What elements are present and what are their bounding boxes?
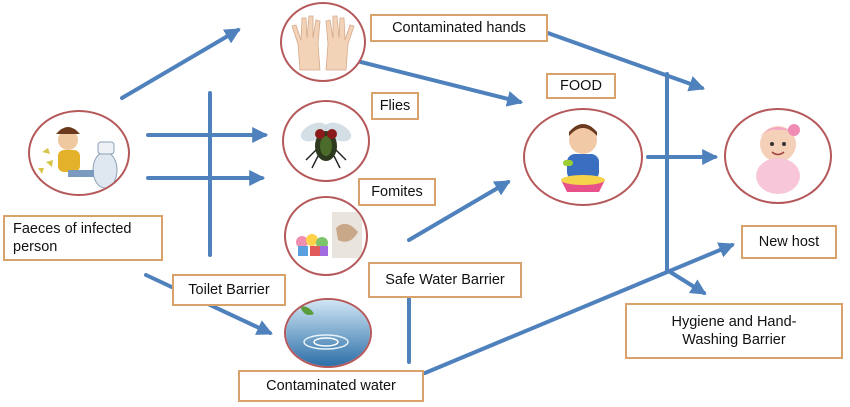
baby-icon	[756, 124, 800, 194]
child-eating-icon	[561, 124, 605, 192]
water-drop-icon	[286, 300, 370, 366]
arrow-hands-to-food	[343, 56, 524, 107]
label-safe-water-barrier: Safe Water Barrier	[368, 262, 522, 298]
label-flies: Flies	[371, 92, 419, 120]
fly-icon	[300, 122, 352, 169]
label-faeces: Faeces of infected person	[3, 215, 163, 261]
arrow-water-to-food	[407, 180, 511, 242]
label-hygiene-barrier: Hygiene and Hand-Washing Barrier	[625, 303, 843, 359]
arrow-water-to-host	[423, 242, 735, 375]
flies-circle	[282, 100, 370, 182]
label-contaminated-hands: Contaminated hands	[370, 14, 548, 42]
arrow-faeces-to-hands	[120, 28, 241, 100]
label-food: FOOD	[546, 73, 616, 99]
sick-person-on-toilet-icon	[38, 127, 118, 189]
host-circle	[724, 108, 832, 204]
water-circle	[284, 298, 372, 368]
label-contaminated-water: Contaminated water	[238, 370, 424, 402]
arrow-barrier-to-hygiene	[665, 268, 707, 295]
toys-and-objects-icon	[296, 212, 362, 258]
fomites-circle	[284, 196, 368, 276]
label-new-host: New host	[741, 225, 837, 259]
label-fomites: Fomites	[358, 178, 436, 206]
hands-circle	[280, 2, 366, 82]
arrow-hands-to-host	[543, 30, 706, 92]
food-circle	[523, 108, 643, 206]
label-toilet-barrier: Toilet Barrier	[172, 274, 286, 306]
hands-icon	[291, 15, 355, 71]
source-circle	[28, 110, 130, 196]
